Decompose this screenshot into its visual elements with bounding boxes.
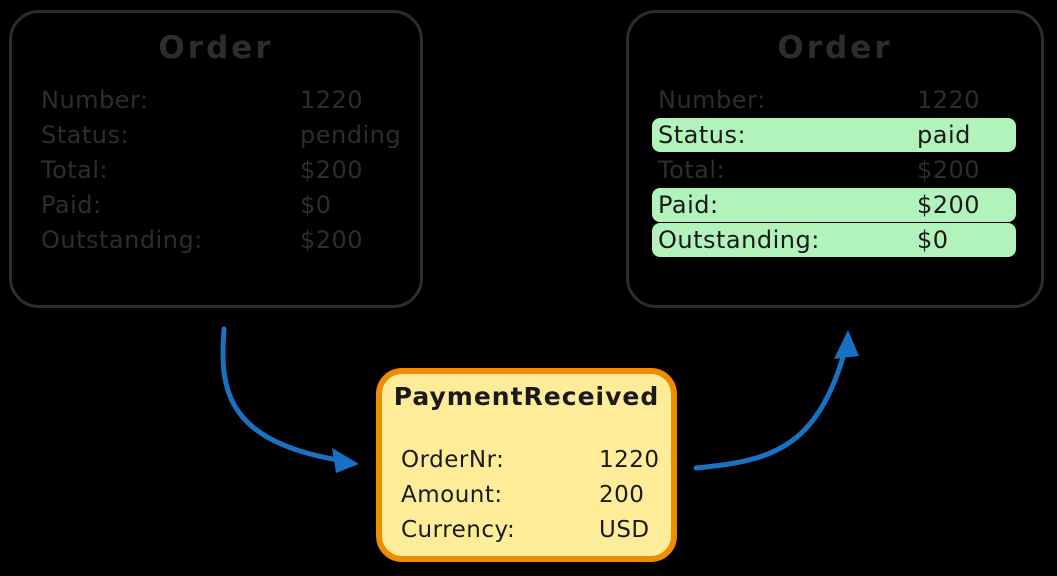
row-currency-value: USD [599,517,650,543]
row-status-value: pending [300,121,402,149]
row-paid-highlighted: Paid: $200 [652,188,1016,222]
row-status-value: paid [917,121,971,149]
row-total: Total: $200 [35,153,399,187]
row-total-value: $200 [300,156,364,184]
payment-received-box[interactable]: PaymentReceived OrderNr: 1220 Amount: 20… [376,368,677,562]
row-status-label: Status: [41,121,130,149]
row-currency: Currency: USD [401,513,661,548]
row-number-value: 1220 [917,86,981,114]
row-outstanding-value: $200 [300,226,364,254]
row-ordernr: OrderNr: 1220 [401,443,661,478]
row-status-label: Status: [658,121,747,149]
row-outstanding-label: Outstanding: [658,226,820,254]
arrow-order-to-payment[interactable] [220,326,359,473]
row-paid-value: $200 [917,191,981,219]
row-paid-value: $0 [300,191,332,219]
row-ordernr-value: 1220 [599,447,660,473]
row-total-label: Total: [658,156,726,184]
row-number-value: 1220 [300,86,364,114]
row-number: Number: 1220 [652,83,1016,117]
order-before-box[interactable]: Order Number: 1220 Status: pending Total… [9,10,423,308]
row-outstanding-label: Outstanding: [41,226,203,254]
row-number-label: Number: [41,86,149,114]
row-amount-value: 200 [599,482,645,508]
order-before-rows: Number: 1220 Status: pending Total: $200… [41,83,401,258]
row-paid-label: Paid: [658,191,719,219]
arrow-order-to-payment-head[interactable] [332,448,359,473]
payment-received-rows: OrderNr: 1220 Amount: 200 Currency: USD [401,443,661,548]
row-currency-label: Currency: [401,517,516,543]
row-number: Number: 1220 [35,83,399,117]
order-before-title: Order [158,30,274,66]
row-number-label: Number: [658,86,766,114]
order-after-box[interactable]: Order Number: 1220 Status: paid Total: $… [626,10,1044,308]
row-total-value: $200 [917,156,981,184]
row-amount: Amount: 200 [401,478,661,513]
row-status-highlighted: Status: paid [652,118,1016,152]
row-outstanding-highlighted: Outstanding: $0 [652,223,1016,257]
row-total: Total: $200 [652,153,1016,187]
arrow-payment-to-order[interactable] [693,330,859,471]
row-outstanding: Outstanding: $200 [35,223,399,257]
order-after-title: Order [777,30,893,66]
row-paid: Paid: $0 [35,188,399,222]
row-total-label: Total: [41,156,109,184]
row-amount-label: Amount: [401,482,503,508]
arrow-order-to-payment-shaft[interactable] [220,326,341,463]
payment-received-title: PaymentReceived [393,382,660,411]
row-outstanding-value: $0 [917,226,949,254]
row-paid-label: Paid: [41,191,102,219]
order-after-rows: Number: 1220 Status: paid Total: $200 Pa… [652,83,1016,258]
row-status: Status: pending [35,118,402,152]
row-ordernr-label: OrderNr: [401,447,505,473]
arrow-payment-to-order-shaft[interactable] [693,351,847,471]
arrow-payment-to-order-head[interactable] [834,330,859,359]
